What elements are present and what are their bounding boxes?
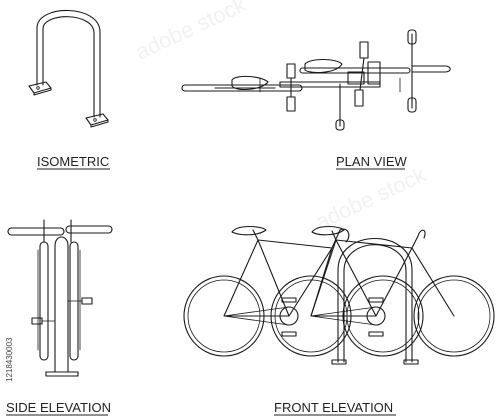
front-bike2-chain	[310, 306, 377, 326]
plan-bike-b-crank	[359, 57, 365, 91]
plan-grip	[335, 119, 345, 131]
front-rack-loop-outer	[337, 238, 413, 363]
front-bike1-pedal	[281, 331, 297, 337]
plan-bike-b-saddle	[304, 58, 343, 74]
isometric-base-plate-left-edge	[33, 87, 52, 96]
label-isometric: ISOMETRIC	[37, 154, 109, 169]
front-bike1-frame	[223, 239, 333, 317]
watermark: adobe stock adobe stock	[132, 0, 431, 235]
front-elevation-view	[183, 225, 495, 365]
side-rack-loop	[54, 236, 69, 373]
plan-view	[181, 29, 451, 131]
front-bike1-saddle	[231, 225, 267, 236]
side-wheel-left	[39, 241, 49, 361]
front-bike2-fork	[411, 235, 455, 317]
front-rack-base-left	[331, 359, 347, 365]
plan-stem-box	[347, 71, 365, 85]
front-bike1-pedal	[281, 297, 297, 303]
front-bike2-pedal	[368, 297, 384, 303]
plan-bike-b-pedal	[354, 89, 364, 107]
front-bike2-seatpost	[331, 230, 337, 241]
isometric-rack-loop-outer	[36, 9, 101, 118]
front-bike2-front-wheel	[413, 275, 495, 357]
stock-id-vertical: 1218430003	[5, 337, 14, 382]
plan-bike-a-saddle	[231, 75, 269, 91]
watermark-text-1: adobe stock	[132, 0, 251, 65]
side-base-plate	[45, 371, 79, 377]
front-bike1-handlebar	[339, 228, 350, 243]
front-bike1-chain	[223, 306, 290, 326]
front-rack-base-right	[403, 359, 419, 365]
front-bike2-pedal	[368, 331, 384, 337]
front-bike2-handlebar	[417, 229, 426, 239]
front-bike1-seatpost	[252, 229, 259, 241]
plan-bike-a-wheels	[181, 84, 303, 92]
side-handlebar-left	[7, 227, 65, 236]
plan-grip	[407, 97, 417, 113]
isometric-base-plate-right-edge	[90, 119, 109, 128]
label-plan-view: PLAN VIEW	[336, 154, 408, 169]
front-bike2-saddle	[311, 225, 345, 236]
plan-bike-b-pedal	[359, 41, 369, 59]
watermark-text-2: adobe stock	[312, 161, 431, 234]
side-pedal	[81, 297, 93, 305]
label-front-elevation: FRONT ELEVATION	[274, 400, 393, 415]
plan-stem-box	[367, 61, 381, 85]
isometric-view	[28, 9, 109, 128]
isometric-bolt	[36, 86, 40, 90]
plan-bike-a-pedal	[286, 96, 296, 112]
plan-bike-a-pedal	[286, 63, 296, 79]
isometric-bolt	[93, 118, 97, 122]
plan-grip	[407, 29, 417, 45]
plan-front-wheel-c	[411, 65, 451, 73]
label-side-elevation: SIDE ELEVATION	[6, 400, 111, 415]
side-elevation-view	[7, 219, 113, 377]
front-rack-loop-inner	[343, 244, 407, 363]
isometric-rack-loop-inner	[42, 16, 95, 118]
plan-bike-b-wheels	[299, 67, 411, 74]
side-handlebar-right	[65, 225, 113, 234]
front-bike2-front-rim	[417, 279, 491, 353]
